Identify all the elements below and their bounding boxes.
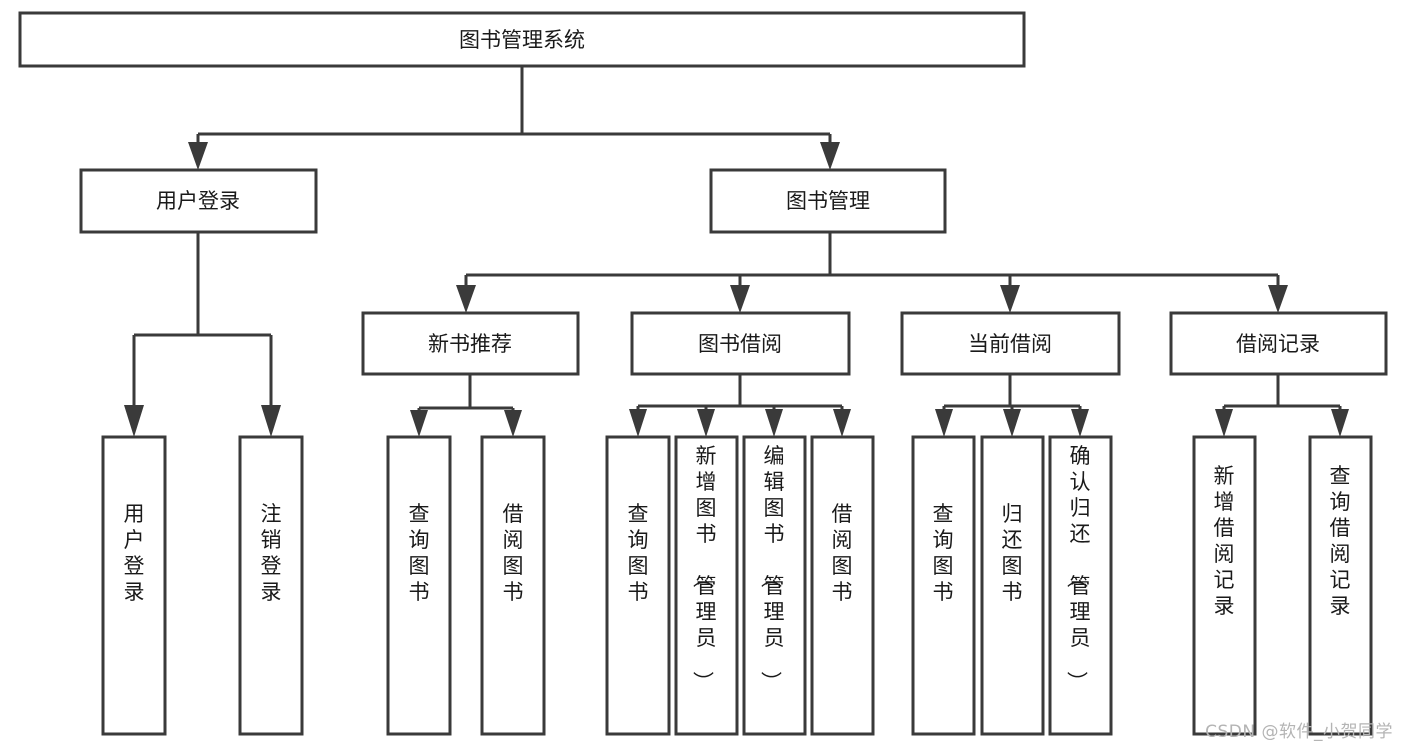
- node-leaf-borrow-do[interactable]: 借阅图书: [810, 435, 875, 736]
- node-leaf-borrow-query[interactable]: 查询图书: [605, 435, 671, 736]
- node-leaf-user-logout-box[interactable]: [238, 435, 304, 736]
- node-leaf-rec-query-box[interactable]: [386, 435, 452, 736]
- node-leaf-borrow-do-box[interactable]: [810, 435, 875, 736]
- node-leaf-cur-confirm-label: 确认归还（管理员）: [1065, 444, 1091, 692]
- node-leaf-borrow-edit[interactable]: 编辑图书（管理员）: [742, 435, 807, 736]
- node-user-login-box[interactable]: [79, 168, 318, 234]
- node-borrow-record[interactable]: 借阅记录: [1169, 311, 1388, 376]
- node-user-login[interactable]: 用户登录: [79, 168, 318, 234]
- arrowhead-leaf-rec-add: [1215, 409, 1233, 437]
- node-leaf-user-logout[interactable]: 注销登录: [238, 435, 304, 736]
- arrowhead-leaf-cur-confirm: [1071, 409, 1089, 437]
- node-leaf-cur-query-box[interactable]: [911, 435, 976, 736]
- node-new-book-rec-label: 新书推荐: [428, 332, 512, 356]
- node-leaf-user-login-label: 用户登录: [124, 502, 145, 604]
- node-leaf-rec-borrow[interactable]: 借阅图书: [480, 435, 546, 736]
- node-leaf-rec-query-label: 查询图书: [409, 502, 430, 604]
- arrowhead-leaf-user-login: [124, 405, 144, 437]
- node-leaf-rec-add[interactable]: 新增借阅记录: [1192, 435, 1257, 736]
- node-leaf-cur-return[interactable]: 归还图书: [980, 435, 1045, 736]
- arrowhead-leaf-cur-query: [935, 409, 953, 437]
- node-root-label: 图书管理系统: [459, 28, 585, 52]
- arrowhead-borrow-record: [1268, 285, 1288, 313]
- node-leaf-cur-query-label: 查询图书: [933, 502, 954, 604]
- node-borrow-record-box[interactable]: [1169, 311, 1388, 376]
- node-leaf-rec-borrow-box[interactable]: [480, 435, 546, 736]
- node-leaf-borrow-edit-box[interactable]: [742, 435, 807, 736]
- node-book-manage-box[interactable]: [709, 168, 947, 234]
- node-leaf-cur-query[interactable]: 查询图书: [911, 435, 976, 736]
- node-current-borrow-label: 当前借阅: [968, 332, 1052, 356]
- node-leaf-user-login[interactable]: 用户登录: [101, 435, 167, 736]
- node-root[interactable]: 图书管理系统: [18, 11, 1026, 68]
- node-book-borrow-label: 图书借阅: [698, 332, 782, 356]
- node-leaf-rec-search[interactable]: 查询借阅记录: [1308, 435, 1373, 736]
- node-leaf-borrow-do-label: 借阅图书: [832, 502, 853, 604]
- arrowhead-leaf-rec-query: [410, 410, 428, 437]
- connector-layer: [124, 66, 1349, 437]
- node-root-box[interactable]: [18, 11, 1026, 68]
- node-user-login-label: 用户登录: [156, 189, 240, 213]
- node-leaf-borrow-add[interactable]: 新增图书（管理员）: [674, 435, 739, 736]
- csdn-watermark: CSDN @软件_小贺同学: [1205, 722, 1393, 742]
- arrowhead-leaf-borrow-query: [629, 409, 647, 437]
- arrowhead-book-manage: [820, 142, 840, 170]
- node-leaf-borrow-query-label: 查询图书: [628, 502, 649, 604]
- arrowhead-leaf-rec-borrow: [504, 410, 522, 437]
- arrowhead-current-borrow: [1000, 285, 1020, 313]
- node-new-book-rec-box[interactable]: [361, 311, 580, 376]
- node-leaf-cur-confirm[interactable]: 确认归还（管理员）: [1048, 435, 1113, 736]
- arrowhead-book-borrow: [730, 285, 750, 313]
- node-current-borrow-box[interactable]: [900, 311, 1121, 376]
- node-leaf-borrow-add-box[interactable]: [674, 435, 739, 736]
- node-leaf-cur-confirm-box[interactable]: [1048, 435, 1113, 736]
- node-book-manage-label: 图书管理: [786, 189, 870, 213]
- node-leaf-cur-return-label: 归还图书: [1002, 502, 1023, 604]
- node-leaf-rec-borrow-label: 借阅图书: [503, 502, 524, 604]
- node-leaf-borrow-add-label: 新增图书（管理员）: [691, 444, 717, 692]
- node-leaf-rec-add-label: 新增借阅记录: [1214, 464, 1235, 618]
- arrowhead-leaf-borrow-do: [833, 409, 851, 437]
- arrowhead-leaf-cur-return: [1003, 409, 1021, 437]
- node-leaf-user-login-box[interactable]: [101, 435, 167, 736]
- arrowhead-new-book-rec: [456, 285, 476, 313]
- arrowhead-user-login: [188, 142, 208, 170]
- node-leaf-cur-return-box[interactable]: [980, 435, 1045, 736]
- node-leaf-borrow-edit-label: 编辑图书（管理员）: [759, 444, 785, 692]
- node-book-borrow[interactable]: 图书借阅: [630, 311, 851, 376]
- node-leaf-rec-add-box[interactable]: [1192, 435, 1257, 736]
- node-leaf-rec-search-label: 查询借阅记录: [1330, 464, 1351, 618]
- node-book-borrow-box[interactable]: [630, 311, 851, 376]
- node-leaf-borrow-query-box[interactable]: [605, 435, 671, 736]
- node-leaf-rec-query[interactable]: 查询图书: [386, 435, 452, 736]
- node-leaf-rec-search-box[interactable]: [1308, 435, 1373, 736]
- arrowhead-leaf-rec-search: [1331, 409, 1349, 437]
- node-current-borrow[interactable]: 当前借阅: [900, 311, 1121, 376]
- node-leaf-user-logout-label: 注销登录: [261, 502, 282, 604]
- arrowhead-leaf-borrow-add: [697, 409, 715, 437]
- node-book-manage[interactable]: 图书管理: [709, 168, 947, 234]
- arrowhead-leaf-user-logout: [261, 405, 281, 437]
- node-borrow-record-label: 借阅记录: [1236, 332, 1320, 356]
- node-new-book-rec[interactable]: 新书推荐: [361, 311, 580, 376]
- arrowhead-leaf-borrow-edit: [765, 409, 783, 437]
